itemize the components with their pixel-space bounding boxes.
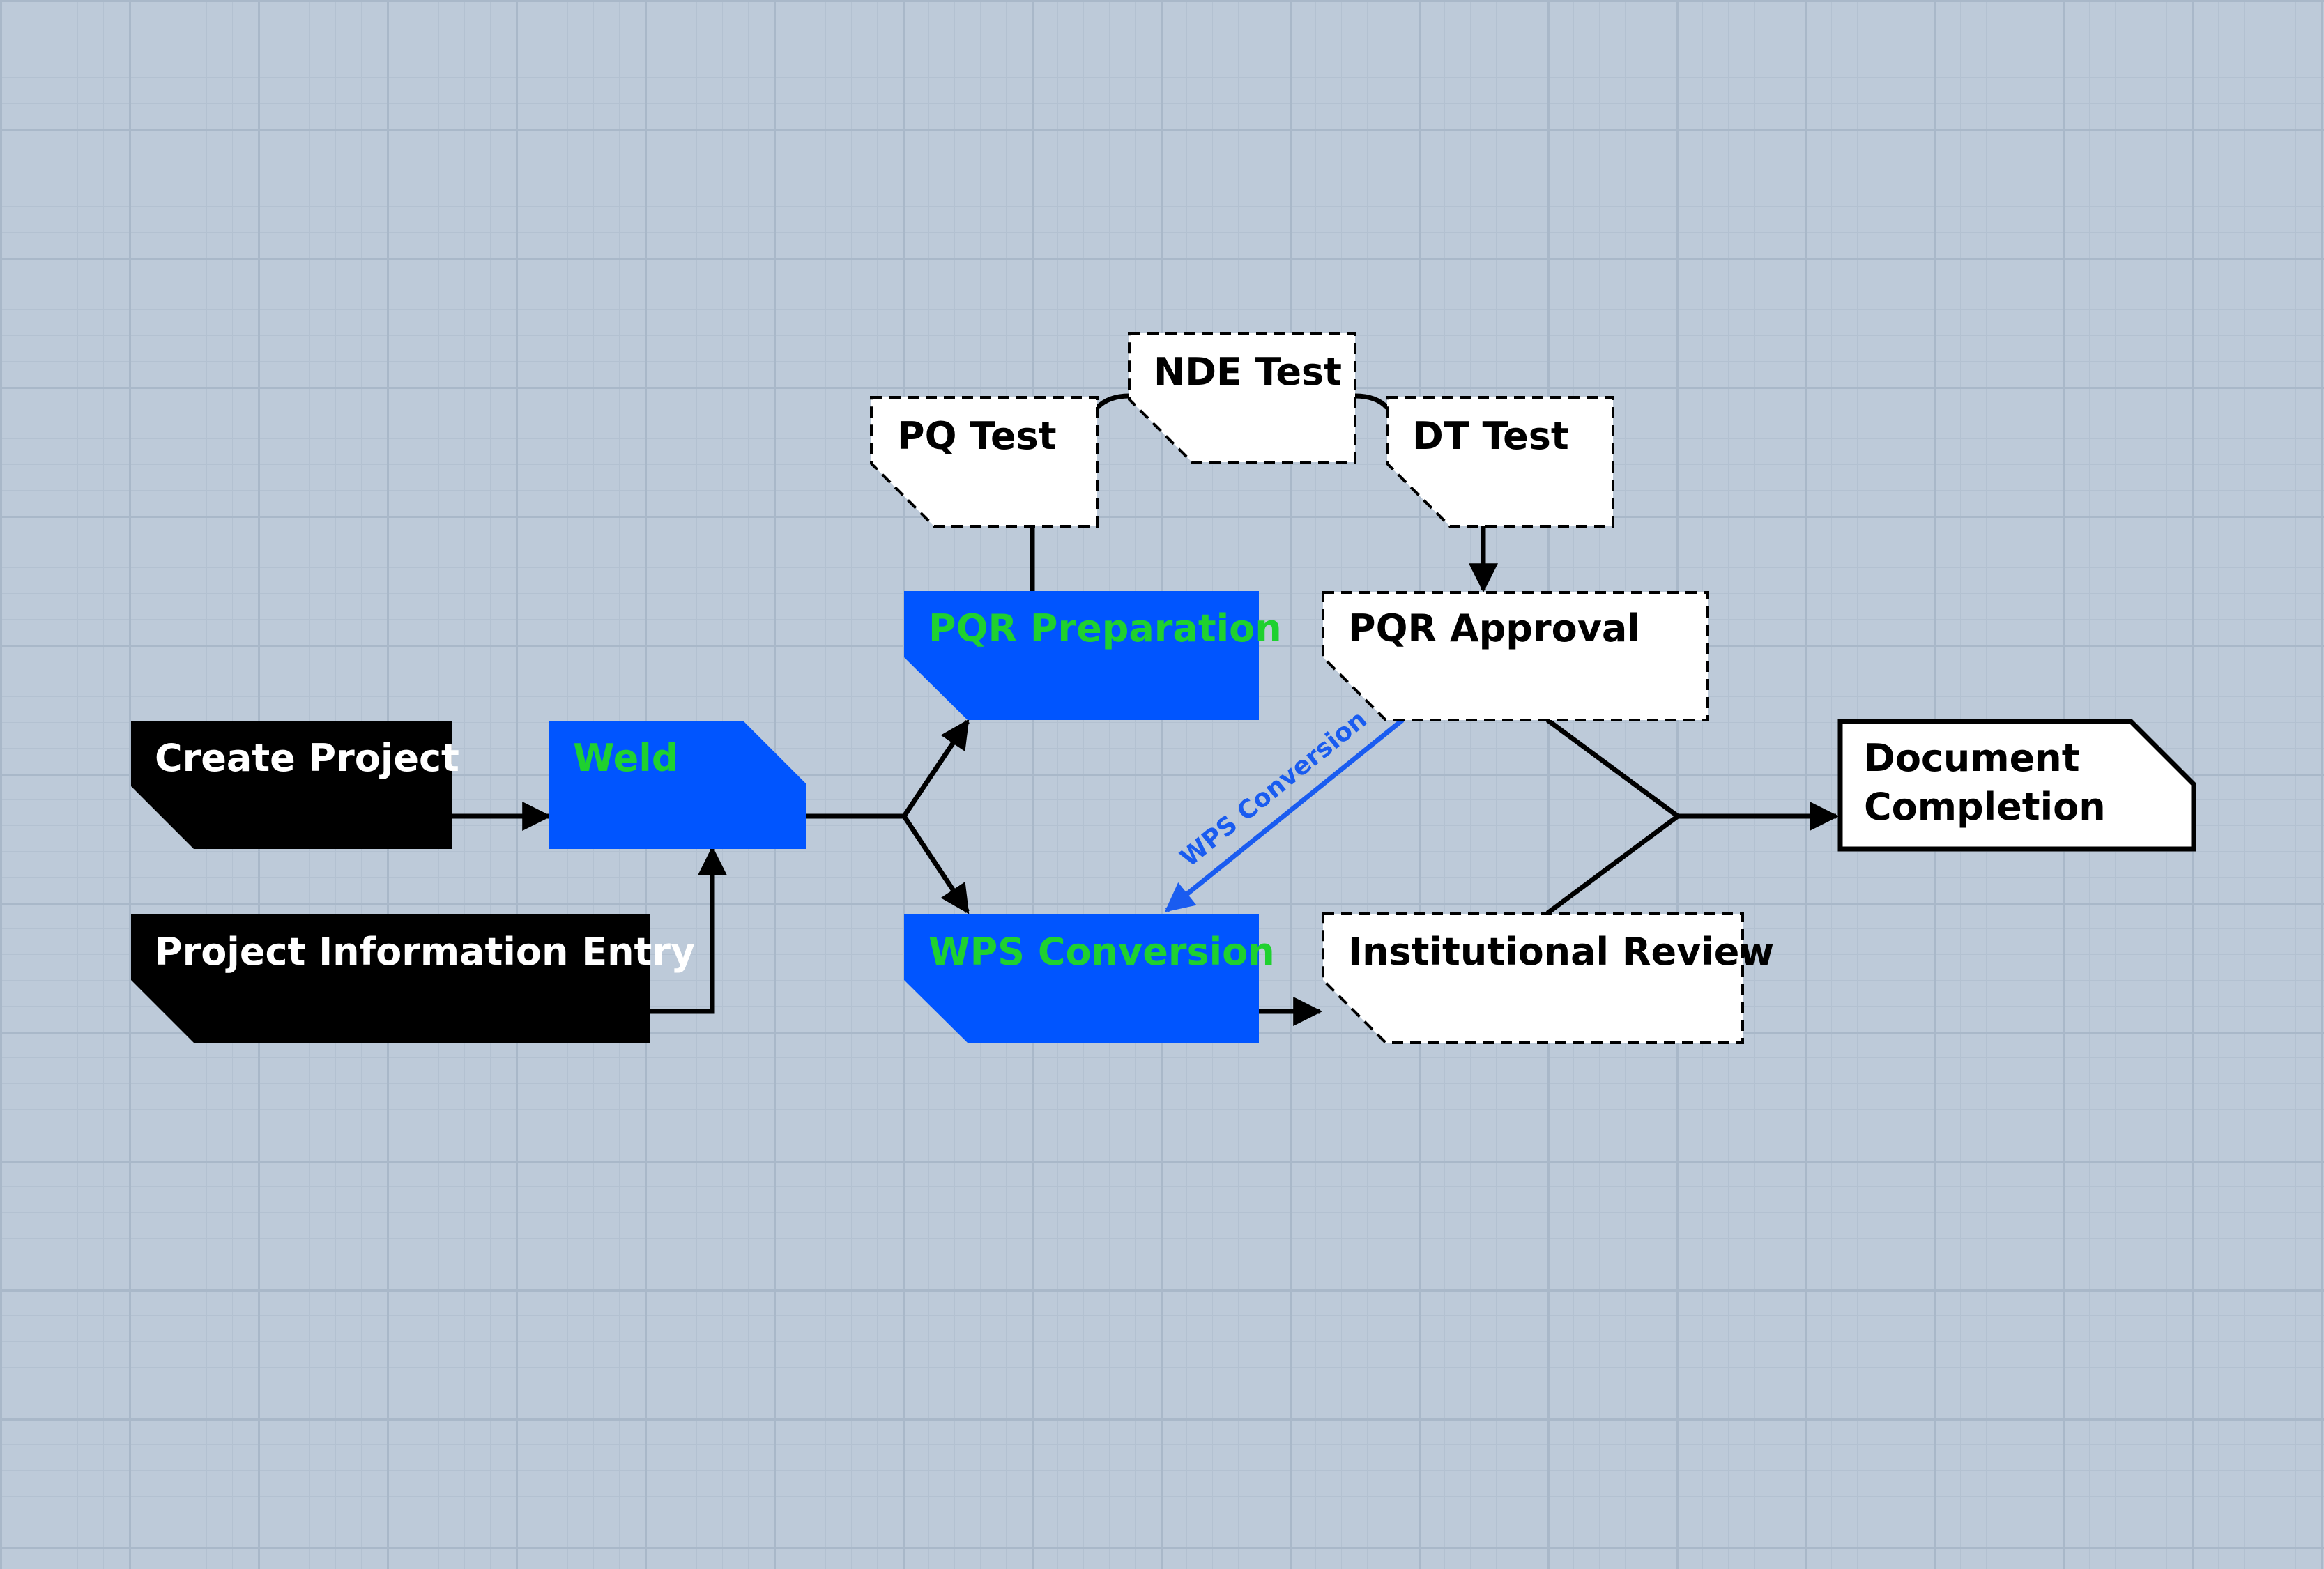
- edge-split-to-wps: [902, 815, 970, 914]
- node-create-project-label: Create Project: [155, 736, 459, 780]
- node-project-information-entry-label: Project Information Entry: [155, 930, 695, 974]
- node-nde-test-label: NDE Test: [1154, 350, 1342, 394]
- node-pqr-approval[interactable]: PQR Approval: [1322, 591, 1709, 721]
- node-weld-label: Weld: [573, 736, 678, 780]
- node-dt-test[interactable]: DT Test: [1386, 396, 1614, 528]
- node-pqr-approval-label: PQR Approval: [1348, 606, 1640, 650]
- node-document-completion-label-line2: Completion: [1864, 785, 2106, 829]
- node-wps-conversion-label: WPS Conversion: [928, 930, 1275, 974]
- edge-institutional-to-merge: [1545, 814, 1680, 915]
- node-dt-test-label: DT Test: [1412, 414, 1569, 458]
- node-institutional-review-label: Institutional Review: [1348, 930, 1774, 974]
- edge-nde-test-to-dt-test: [1354, 393, 1389, 410]
- edge-approval-to-wps: [1164, 718, 1405, 912]
- node-create-project[interactable]: Create Project: [131, 721, 459, 849]
- node-wps-conversion[interactable]: WPS Conversion: [904, 914, 1275, 1043]
- node-pq-test[interactable]: PQ Test: [870, 396, 1099, 528]
- node-pqr-preparation[interactable]: PQR Preparation: [904, 591, 1282, 720]
- edge-info-to-weld: [650, 845, 727, 1014]
- node-pqr-preparation-label: PQR Preparation: [928, 606, 1282, 650]
- node-document-completion[interactable]: Document Completion: [1837, 719, 2196, 852]
- node-weld[interactable]: Weld: [549, 721, 806, 849]
- node-institutional-review[interactable]: Institutional Review: [1322, 912, 1774, 1044]
- edge-approval-to-wps-group: WPS Conversion: [1164, 705, 1405, 912]
- edge-pq-test-to-nde-test: [1095, 393, 1130, 410]
- edge-split-to-pqr-prep: [902, 719, 970, 818]
- edges: [452, 393, 1840, 1026]
- node-pq-test-label: PQ Test: [897, 414, 1057, 458]
- node-project-information-entry[interactable]: Project Information Entry: [131, 914, 695, 1043]
- node-document-completion-label-line1: Document: [1864, 736, 2080, 780]
- edge-approval-to-merge: [1545, 718, 1680, 818]
- edge-label-wps-conversion: WPS Conversion: [1175, 705, 1373, 873]
- node-nde-test[interactable]: NDE Test: [1128, 332, 1356, 464]
